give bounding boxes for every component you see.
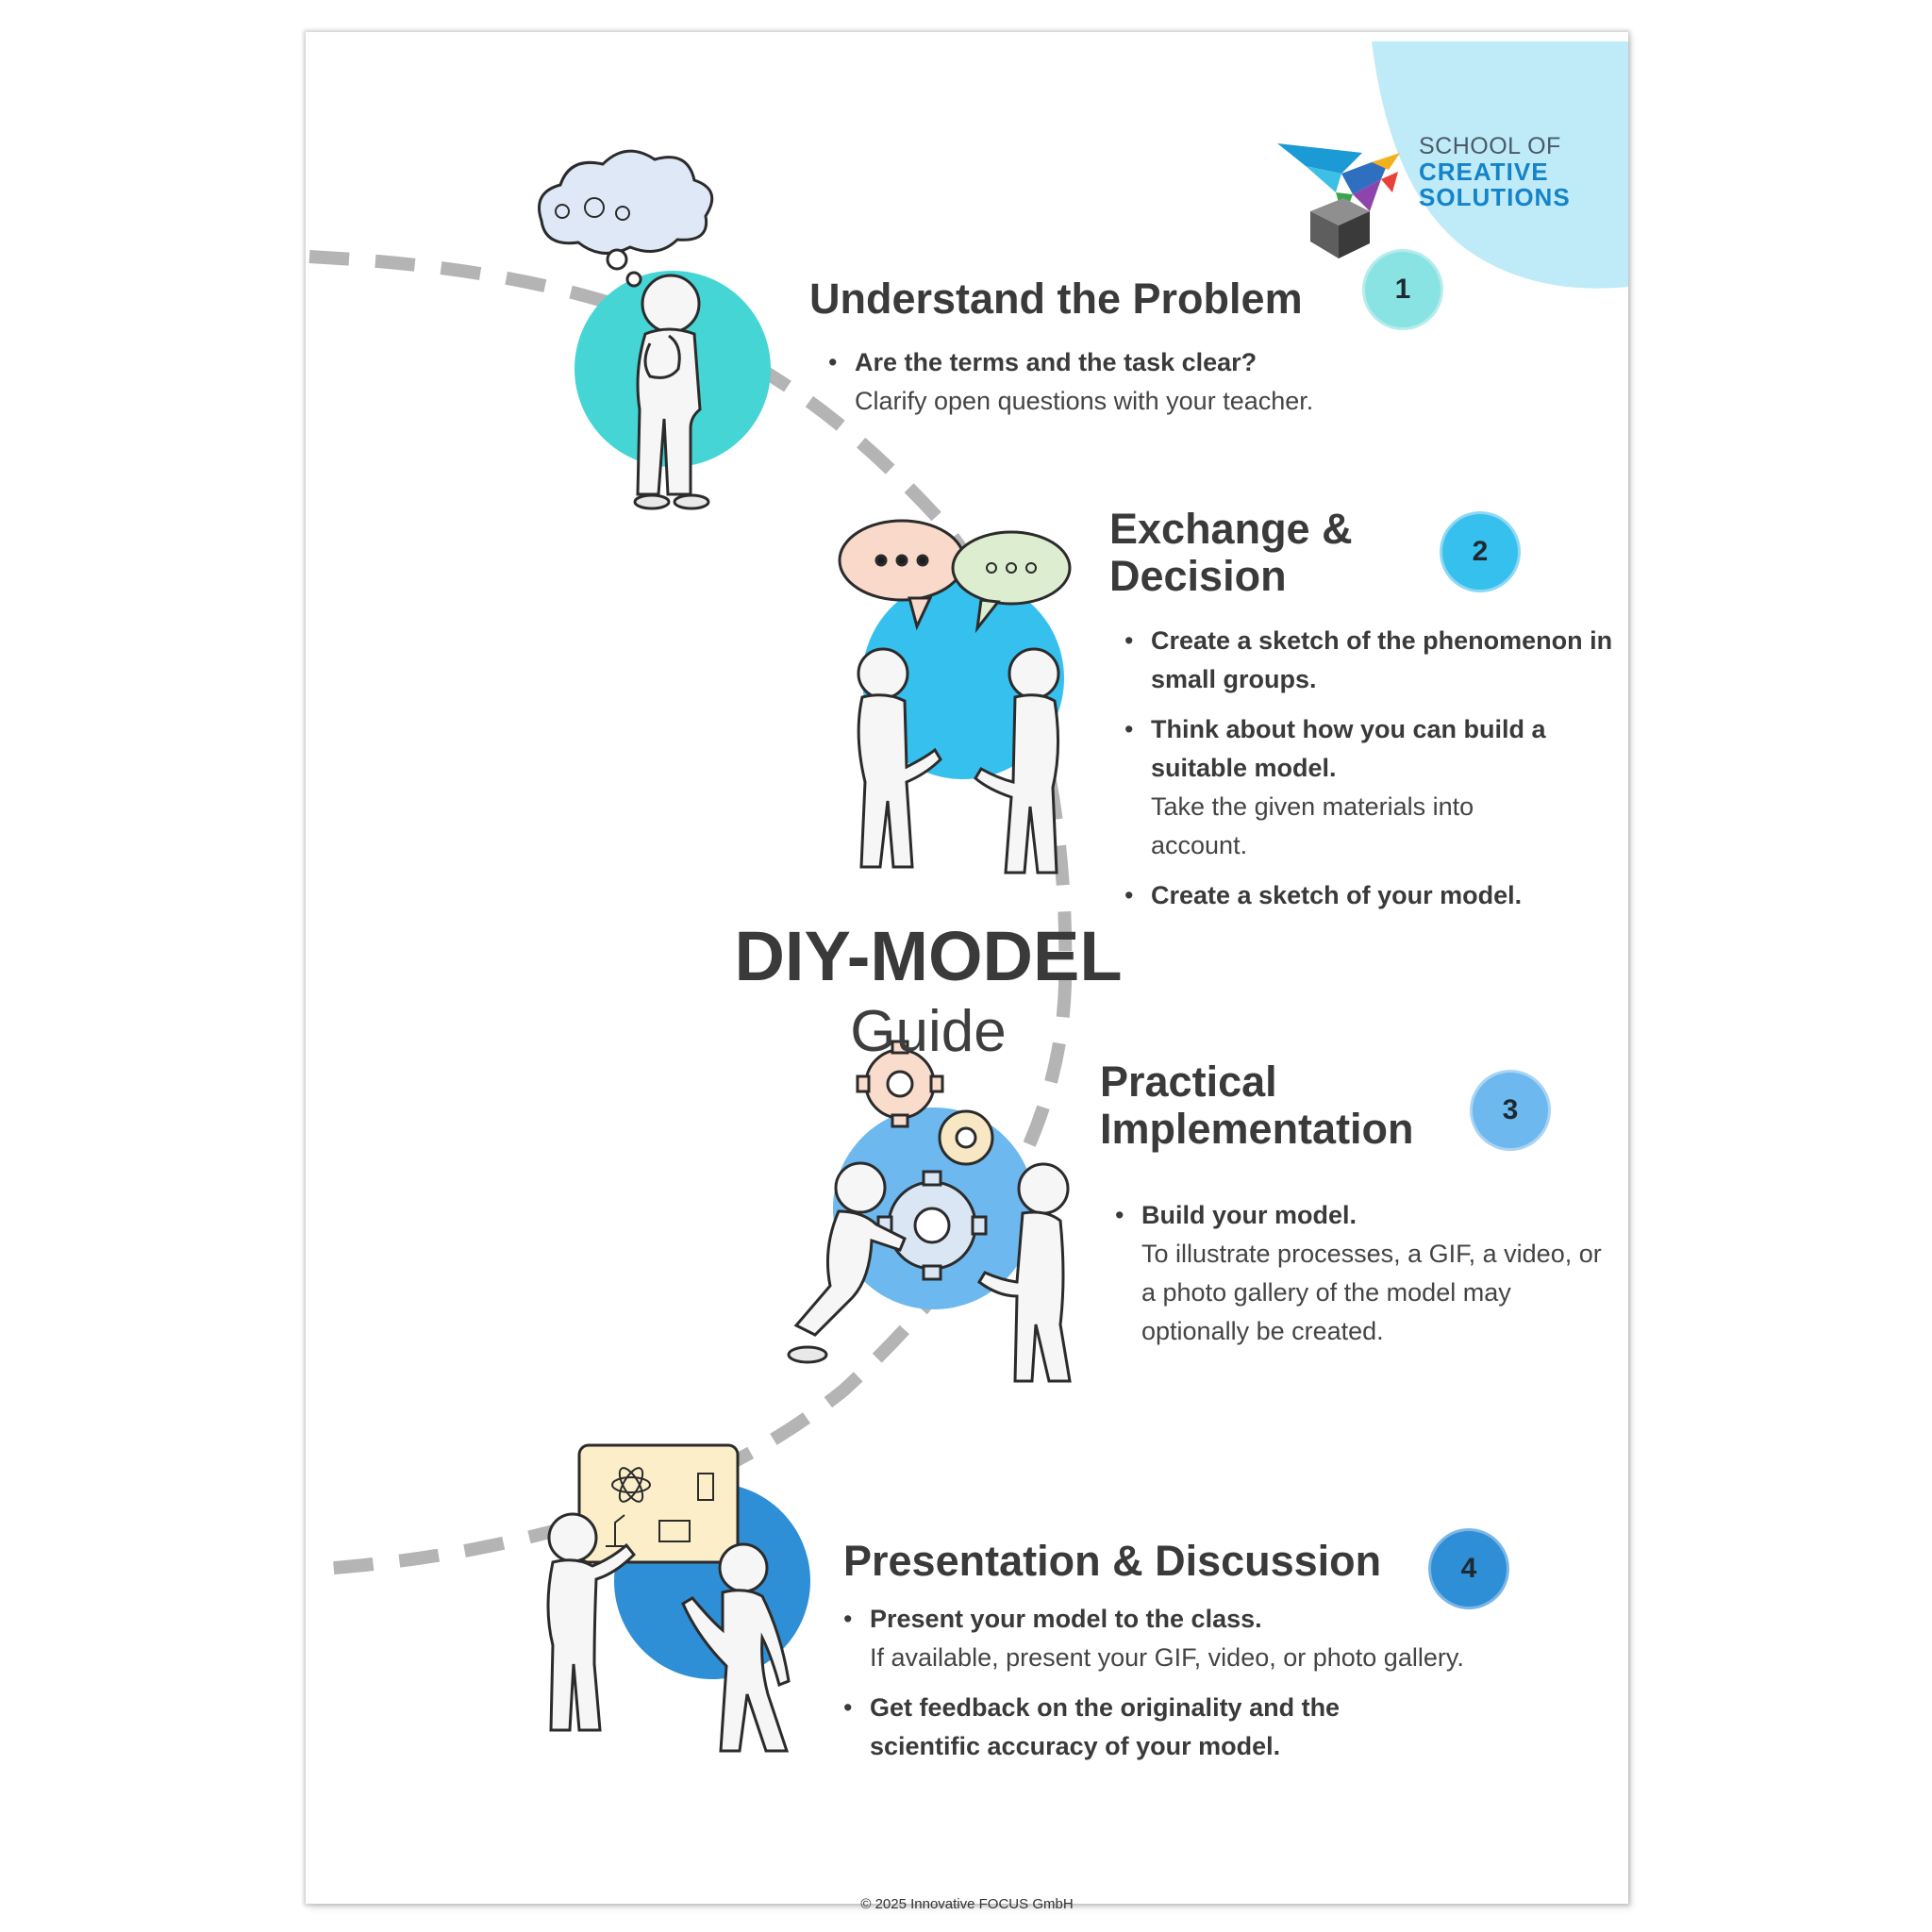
logo-wordmark: SCHOOL OF CREATIVE SOLUTIONS [1419, 134, 1571, 210]
step3-heading: Practical Implementation [1100, 1058, 1414, 1153]
step3-bullet-1: Build your model. To illustrate processe… [1113, 1196, 1613, 1351]
step3-heading-line2: Implementation [1100, 1105, 1414, 1153]
step2-heading: Exchange & Decision [1109, 506, 1353, 600]
talking-figures-illustration [838, 519, 1072, 874]
bullet-strong: Create a sketch of the phenomenon in sma… [1151, 626, 1613, 693]
step4-number-badge: 4 [1428, 1528, 1509, 1609]
step2-bullet-1: Create a sketch of the phenomenon in sma… [1123, 622, 1613, 699]
step4-bullet-1: Present your model to the class. If avai… [841, 1600, 1558, 1677]
poster-graphics [308, 42, 1628, 1753]
step4-heading: Presentation & Discussion [843, 1537, 1382, 1585]
step1-number-badge: 1 [1362, 249, 1443, 330]
step2-heading-line1: Exchange & [1109, 505, 1353, 553]
step2-heading-line2: Decision [1109, 552, 1287, 600]
logo-line-solutions: SOLUTIONS [1419, 183, 1571, 211]
page-subtitle: Guide [850, 999, 1007, 1064]
page-title: DIY-MODEL [734, 917, 1123, 995]
copyright-notice: © 2025 Innovative FOCUS GmbH [860, 1896, 1074, 1912]
gears-figures-illustration [787, 1040, 1072, 1383]
bullet-strong: Think about how you can build a suitable… [1151, 715, 1546, 782]
bullet-strong: Present your model to the class. [870, 1605, 1262, 1633]
step1-heading: Understand the Problem [809, 275, 1303, 323]
step3-number-badge: 3 [1470, 1070, 1551, 1151]
step2-bullet-list: Create a sketch of the phenomenon in sma… [1123, 622, 1613, 926]
bullet-note: If available, present your GIF, video, o… [870, 1643, 1464, 1672]
presentation-illustration [546, 1443, 791, 1753]
step2-bullet-2: Think about how you can build a suitable… [1123, 710, 1613, 865]
bullet-strong: Create a sketch of your model. [1151, 881, 1523, 909]
bullet-note: To illustrate processes, a GIF, a video,… [1141, 1240, 1602, 1345]
poster-page: SCHOOL OF CREATIVE SOLUTIONS DIY-MODEL G… [306, 32, 1628, 1912]
thinking-figure-illustration [538, 149, 714, 510]
step1-bullet-1: Are the terms and the task clear? Clarif… [826, 343, 1468, 421]
bullet-strong: Build your model. [1141, 1201, 1357, 1229]
step4-bullet-2: Get feedback on the originality and the … [841, 1689, 1558, 1766]
logo-line-school-of: SCHOOL OF [1419, 133, 1561, 159]
logo-bird [1277, 143, 1400, 258]
step2-number-badge: 2 [1440, 511, 1521, 592]
bullet-strong: Get feedback on the originality and the … [870, 1693, 1341, 1760]
bullet-note: Take the given materials into account. [1151, 792, 1474, 859]
corner-decoration [1372, 42, 1628, 289]
step4-bullet-list: Present your model to the class. If avai… [841, 1600, 1558, 1777]
bullet-note: Clarify open questions with your teacher… [855, 387, 1314, 415]
step2-bullet-3: Create a sketch of your model. [1123, 876, 1613, 915]
logo-line-creative: CREATIVE [1419, 158, 1549, 186]
step1-bullet-list: Are the terms and the task clear? Clarif… [826, 343, 1468, 432]
step3-bullet-list: Build your model. To illustrate processe… [1113, 1196, 1613, 1362]
step3-heading-line1: Practical [1100, 1058, 1277, 1106]
bullet-strong: Are the terms and the task clear? [855, 348, 1257, 376]
